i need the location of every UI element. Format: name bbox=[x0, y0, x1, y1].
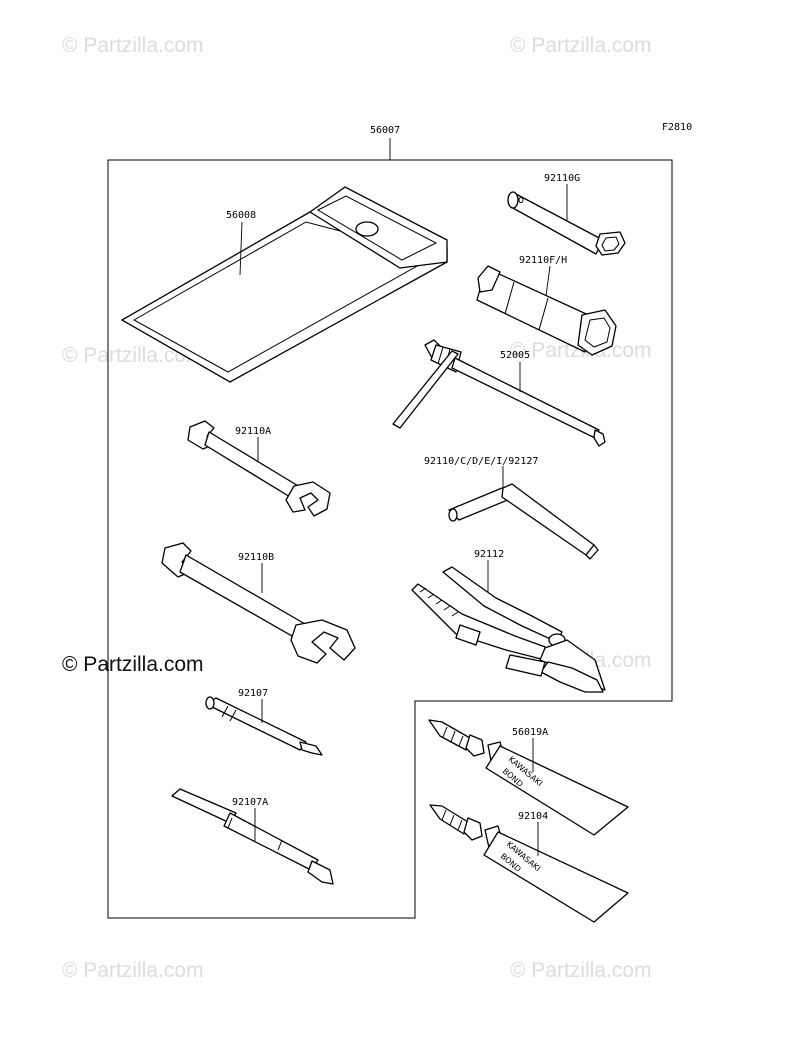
watermark: © Partzilla.com bbox=[510, 34, 652, 57]
part-label-pliers: 92112 bbox=[474, 549, 504, 560]
part-label-socket-large: 92110F/H bbox=[519, 255, 567, 266]
socket-small bbox=[507, 191, 626, 256]
part-label-driver-bit: 92107 bbox=[238, 688, 268, 699]
bond-tube-upper: KAWASAKI BOND bbox=[428, 719, 629, 836]
wrench-large bbox=[161, 542, 356, 664]
part-label-case: 56008 bbox=[226, 210, 256, 221]
part-label-bond-upper: 56019A bbox=[512, 727, 548, 738]
part-label-socket-small: 92110G bbox=[544, 173, 580, 184]
hex-key bbox=[448, 483, 599, 560]
wrench-small bbox=[187, 420, 331, 517]
part-label-driver-bit-double: 92107A bbox=[232, 797, 268, 808]
part-label-bond-lower: 92104 bbox=[518, 811, 548, 822]
watermark: © Partzilla.com bbox=[510, 959, 652, 982]
socket-large bbox=[476, 265, 617, 356]
driver-bit-double bbox=[171, 788, 334, 885]
kit-frame bbox=[107, 159, 673, 919]
watermark: © Partzilla.com bbox=[62, 959, 204, 982]
watermark: © Partzilla.com bbox=[62, 34, 204, 57]
watermark-prominent: © Partzilla.com bbox=[62, 653, 204, 676]
socket-large-leader bbox=[545, 265, 551, 297]
part-label-hex-key: 92110/C/D/E/I/92127 bbox=[424, 456, 538, 467]
pliers bbox=[411, 566, 606, 693]
part-label-screwdriver: 52005 bbox=[500, 350, 530, 361]
driver-bit bbox=[205, 696, 323, 756]
figure-code: F2810 bbox=[662, 122, 692, 133]
watermark: © Partzilla.com bbox=[62, 344, 204, 367]
part-label-wrench-large: 92110B bbox=[238, 552, 274, 563]
tool-case bbox=[121, 186, 448, 383]
part-label-kit: 56007 bbox=[370, 125, 400, 136]
case-leader bbox=[239, 221, 243, 276]
part-label-wrench-small: 92110A bbox=[235, 426, 271, 437]
screwdriver-handle bbox=[392, 339, 606, 447]
